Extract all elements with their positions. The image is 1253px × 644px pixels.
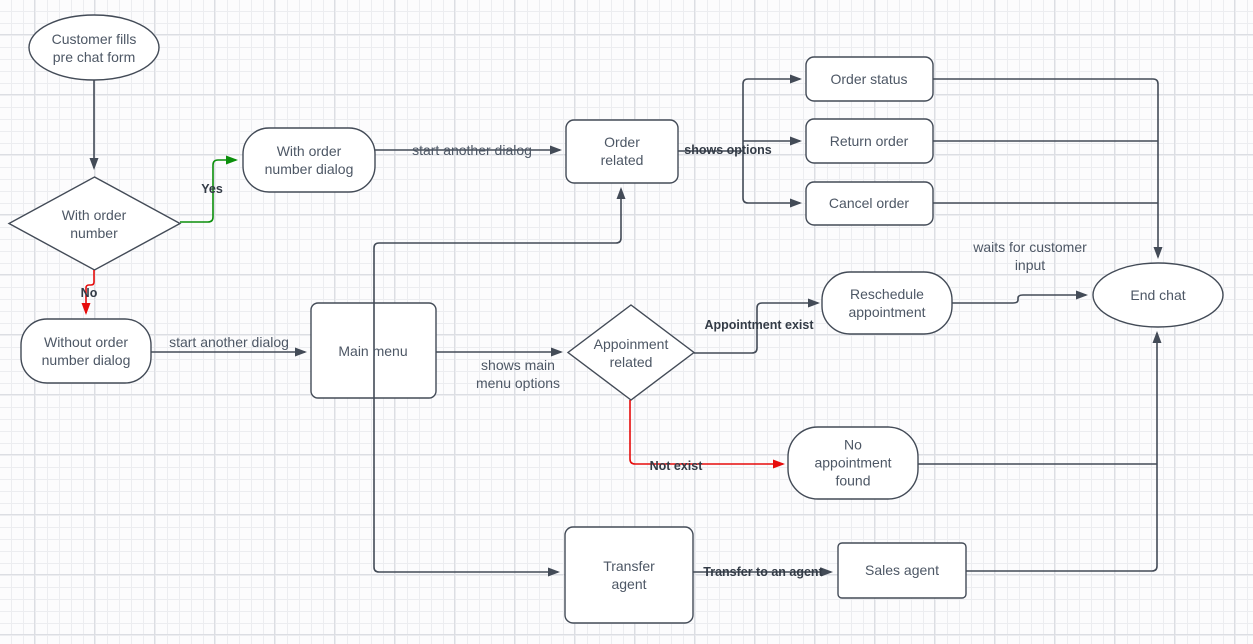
- edge-not-exist-to-no-appointment[interactable]: [629, 400, 785, 469]
- node-appointment-related-decision[interactable]: [566, 304, 696, 401]
- node-order-related[interactable]: [565, 119, 679, 184]
- edge-reschedule-to-end-chat[interactable]: [952, 290, 1088, 304]
- node-transfer-agent[interactable]: [564, 526, 694, 624]
- edge-bracket-to-cancel-order[interactable]: [742, 151, 802, 208]
- node-no-appointment-found[interactable]: [787, 426, 919, 500]
- node-customer-form[interactable]: [28, 14, 160, 81]
- edge-sales-agent-to-end-chat[interactable]: [966, 331, 1162, 572]
- edge-main-menu-to-order-related[interactable]: [379, 187, 626, 244]
- shapes-layer: [7, 14, 1224, 624]
- edge-yes-to-with-order-dialog[interactable]: [180, 155, 238, 223]
- edge-bracket-to-order-status[interactable]: [742, 74, 802, 151]
- node-return-order[interactable]: [805, 118, 934, 164]
- node-reschedule-appointment[interactable]: [821, 271, 953, 335]
- edge-no-to-without-order-dialog[interactable]: [81, 270, 95, 315]
- node-order-status[interactable]: [805, 56, 934, 102]
- node-end-chat[interactable]: [1092, 262, 1224, 328]
- edge-order-status-to-end-chat[interactable]: [933, 78, 1163, 259]
- node-with-order-number-dialog[interactable]: [242, 127, 376, 193]
- edge-main-menu-to-transfer-agent[interactable]: [373, 242, 560, 577]
- edge-appointment-exist-to-reschedule[interactable]: [694, 298, 820, 354]
- node-sales-agent[interactable]: [837, 542, 967, 599]
- edges-layer: [81, 74, 1163, 577]
- node-with-order-number-decision[interactable]: [7, 176, 182, 271]
- node-without-order-number-dialog[interactable]: [20, 318, 152, 384]
- node-cancel-order[interactable]: [805, 181, 934, 226]
